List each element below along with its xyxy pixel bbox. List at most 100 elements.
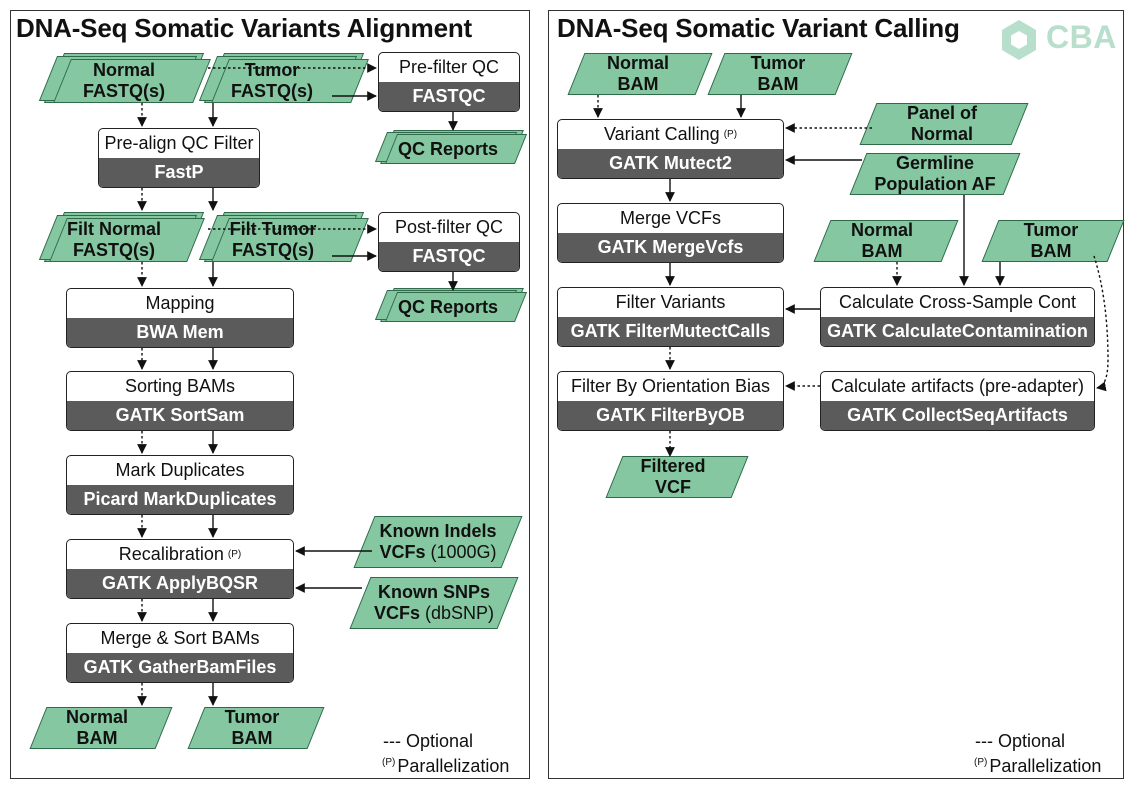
tumor-fastq-data: Tumor FASTQ(s) [198, 53, 369, 103]
sorting-step[interactable]: Sorting BAMs GATK SortSam [66, 371, 294, 431]
postfilter-qc-label: Post-filter QC [394, 217, 504, 237]
calling-legend: --- Optional (P)Parallelization [974, 731, 1101, 777]
artifacts-step[interactable]: Calculate artifacts (pre-adapter) GATK C… [820, 371, 1095, 431]
variant-calling-parallel-marker: (P) [723, 129, 738, 140]
sorting-tool: GATK SortSam [67, 401, 293, 430]
tumor-bam-input-line2: BAM [757, 74, 799, 94]
qc-reports-1-data: QC Reports [374, 130, 528, 164]
prefilter-qc-step[interactable]: Pre-filter QC FASTQC [378, 52, 520, 112]
known-indels-line1: Known Indels [379, 521, 497, 541]
legend-optional: --- Optional [383, 731, 474, 751]
recalibration-step[interactable]: Recalibration(P) GATK ApplyBQSR [66, 539, 294, 599]
qc-reports-1-label: QC Reports [397, 138, 498, 159]
variant-calling-label: Variant Calling [603, 124, 720, 144]
known-snps-data: Known SNPs VCFs (dbSNP) [349, 577, 522, 629]
markdup-label: Mark Duplicates [115, 460, 245, 480]
qc-reports-2-label: QC Reports [397, 296, 498, 317]
variant-calling-step[interactable]: Variant Calling(P) GATK Mutect2 [557, 119, 784, 179]
normal-bam-output: Normal BAM [28, 707, 173, 749]
filt-tumor-line1: Filt Tumor [229, 219, 317, 239]
normal-fastq-line2: FASTQ(s) [82, 81, 165, 101]
filter-ob-step[interactable]: Filter By Orientation Bias GATK FilterBy… [557, 371, 784, 431]
alignment-title: DNA-Seq Somatic Variants Alignment [16, 13, 472, 43]
merge-vcfs-label: Merge VCFs [619, 208, 722, 228]
tumor-fastq-line1: Tumor [244, 60, 300, 80]
normal-bam-output-line1: Normal [65, 707, 128, 727]
germline-af-line1: Germline [895, 153, 975, 173]
normal-bam-input-2-line2: BAM [861, 241, 903, 261]
filt-normal-data: Filt Normal FASTQ(s) [38, 212, 205, 262]
mapping-tool: BWA Mem [67, 318, 293, 347]
cba-logo: CBA [994, 15, 1118, 65]
legend-parallelization: Parallelization [397, 756, 510, 776]
qc-reports-2-data: QC Reports [374, 288, 528, 322]
merge-vcfs-step[interactable]: Merge VCFs GATK MergeVcfs [557, 203, 784, 263]
tumor-bam-input-line1: Tumor [750, 53, 806, 73]
alignment-legend: --- Optional (P)Parallelization [382, 731, 509, 777]
normal-bam-input-2: Normal BAM [812, 220, 960, 262]
hexagon-logo-icon [1002, 20, 1036, 60]
variant-calling-tool: GATK Mutect2 [558, 149, 783, 178]
filt-tumor-data: Filt Tumor FASTQ(s) [198, 212, 369, 262]
filtered-vcf-output: Filtered VCF [604, 456, 749, 498]
recalibration-label: Recalibration [118, 544, 224, 564]
panel-of-normal-data: Panel of Normal [858, 103, 1030, 145]
filter-variants-step[interactable]: Filter Variants GATK FilterMutectCalls [557, 287, 784, 347]
prealign-qc-step[interactable]: Pre-align QC Filter FastP [98, 128, 260, 188]
legend-parallelization-right: Parallelization [989, 756, 1102, 776]
known-snps-line1: Known SNPs [377, 582, 490, 602]
known-snps-vcfs: VCFs [373, 603, 420, 623]
merge-sort-label: Merge & Sort BAMs [100, 628, 260, 648]
calling-title: DNA-Seq Somatic Variant Calling [557, 13, 960, 43]
known-indels-vcfs: VCFs [379, 542, 426, 562]
panel-of-normal-line1: Panel of [906, 103, 977, 123]
postfilter-qc-step[interactable]: Post-filter QC FASTQC [378, 212, 520, 272]
prefilter-qc-tool: FASTQC [379, 82, 519, 111]
mapping-step[interactable]: Mapping BWA Mem [66, 288, 294, 348]
normal-bam-input-2-line1: Normal [850, 220, 913, 240]
normal-bam-output-line2: BAM [76, 728, 118, 748]
filtered-vcf-line2: VCF [655, 477, 691, 497]
artifacts-label: Calculate artifacts (pre-adapter) [830, 376, 1085, 396]
prealign-qc-tool: FastP [99, 158, 259, 187]
known-indels-source: (1000G) [425, 542, 497, 562]
tumor-bam-output-line1: Tumor [224, 707, 280, 727]
markdup-step[interactable]: Mark Duplicates Picard MarkDuplicates [66, 455, 294, 515]
prefilter-qc-label: Pre-filter QC [398, 57, 499, 77]
tumor-bam-input-2-line2: BAM [1030, 241, 1072, 261]
cross-sample-label: Calculate Cross-Sample Cont [838, 292, 1077, 312]
cross-sample-tool: GATK CalculateContamination [821, 317, 1094, 346]
merge-vcfs-tool: GATK MergeVcfs [558, 233, 783, 262]
filter-variants-label: Filter Variants [615, 292, 726, 312]
cross-sample-step[interactable]: Calculate Cross-Sample Cont GATK Calcula… [820, 287, 1095, 347]
normal-bam-input: Normal BAM [566, 53, 714, 95]
prealign-qc-label: Pre-align QC Filter [104, 133, 254, 153]
germline-af-line2: Population AF [874, 174, 996, 194]
merge-sort-tool: GATK GatherBamFiles [67, 653, 293, 682]
legend-parallel-marker: (P) [382, 757, 396, 768]
legend-parallel-marker-right: (P) [974, 757, 988, 768]
known-indels-data: Known Indels VCFs (1000G) [352, 516, 523, 568]
tumor-fastq-line2: FASTQ(s) [230, 81, 313, 101]
filt-normal-line2: FASTQ(s) [72, 240, 155, 260]
tumor-bam-output: Tumor BAM [186, 707, 325, 749]
logo-text: CBA [1046, 19, 1117, 55]
markdup-tool: Picard MarkDuplicates [67, 485, 293, 514]
filt-normal-line1: Filt Normal [66, 219, 161, 239]
legend-optional-right: --- Optional [975, 731, 1066, 751]
postfilter-qc-tool: FASTQC [379, 242, 519, 271]
tumor-bam-output-line2: BAM [231, 728, 273, 748]
artifacts-tool: GATK CollectSeqArtifacts [821, 401, 1094, 430]
tumor-bam-input: Tumor BAM [706, 53, 854, 95]
sorting-label: Sorting BAMs [124, 376, 236, 396]
filt-tumor-line2: FASTQ(s) [231, 240, 314, 260]
filtered-vcf-line1: Filtered [640, 456, 706, 476]
recalibration-tool: GATK ApplyBQSR [67, 569, 293, 598]
normal-bam-input-line1: Normal [606, 53, 669, 73]
tumor-bam-input-2: Tumor BAM [980, 220, 1126, 262]
normal-fastq-data: Normal FASTQ(s) [38, 53, 211, 103]
filter-ob-label: Filter By Orientation Bias [570, 376, 771, 396]
germline-af-data: Germline Population AF [848, 153, 1022, 195]
merge-sort-step[interactable]: Merge & Sort BAMs GATK GatherBamFiles [66, 623, 294, 683]
